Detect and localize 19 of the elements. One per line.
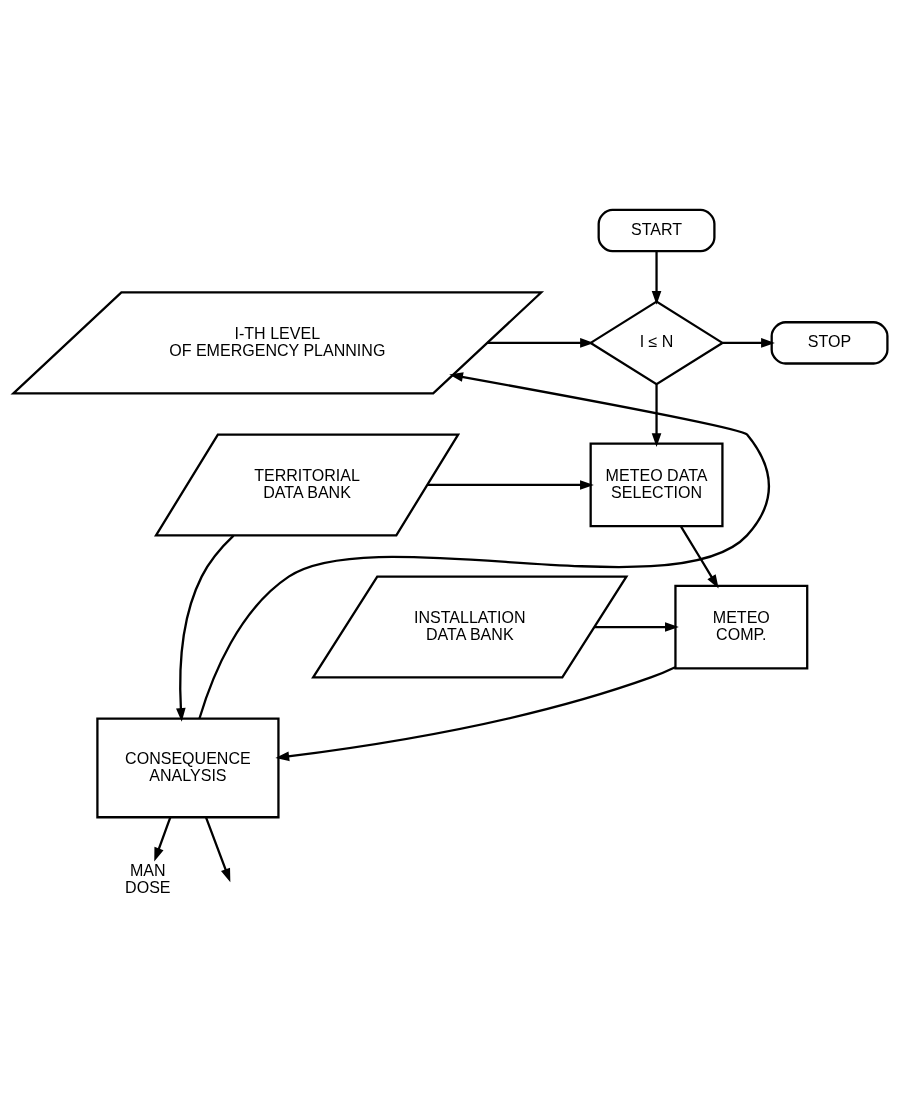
node-diamond: I ≤ N: [588, 300, 725, 386]
arrow: [593, 622, 679, 632]
arrow: [197, 372, 770, 719]
arrow: [427, 480, 594, 490]
arrow: [651, 251, 661, 305]
node-box: STOP: [770, 321, 889, 365]
node-box: METEO COMP.: [673, 584, 808, 670]
arrow: [651, 384, 661, 447]
node-box: METEO DATA SELECTION: [589, 442, 724, 528]
arrow: [175, 534, 234, 722]
arrow: [721, 338, 775, 348]
node-box: START: [597, 208, 716, 253]
arrow: [679, 525, 719, 589]
node-box: CONSEQUENCE ANALYSIS: [95, 717, 280, 819]
arrow: [486, 338, 594, 348]
arrow: [274, 666, 676, 762]
node-text: MAN DOSE: [124, 860, 171, 897]
arrow: [153, 816, 171, 862]
arrow: [204, 816, 230, 883]
